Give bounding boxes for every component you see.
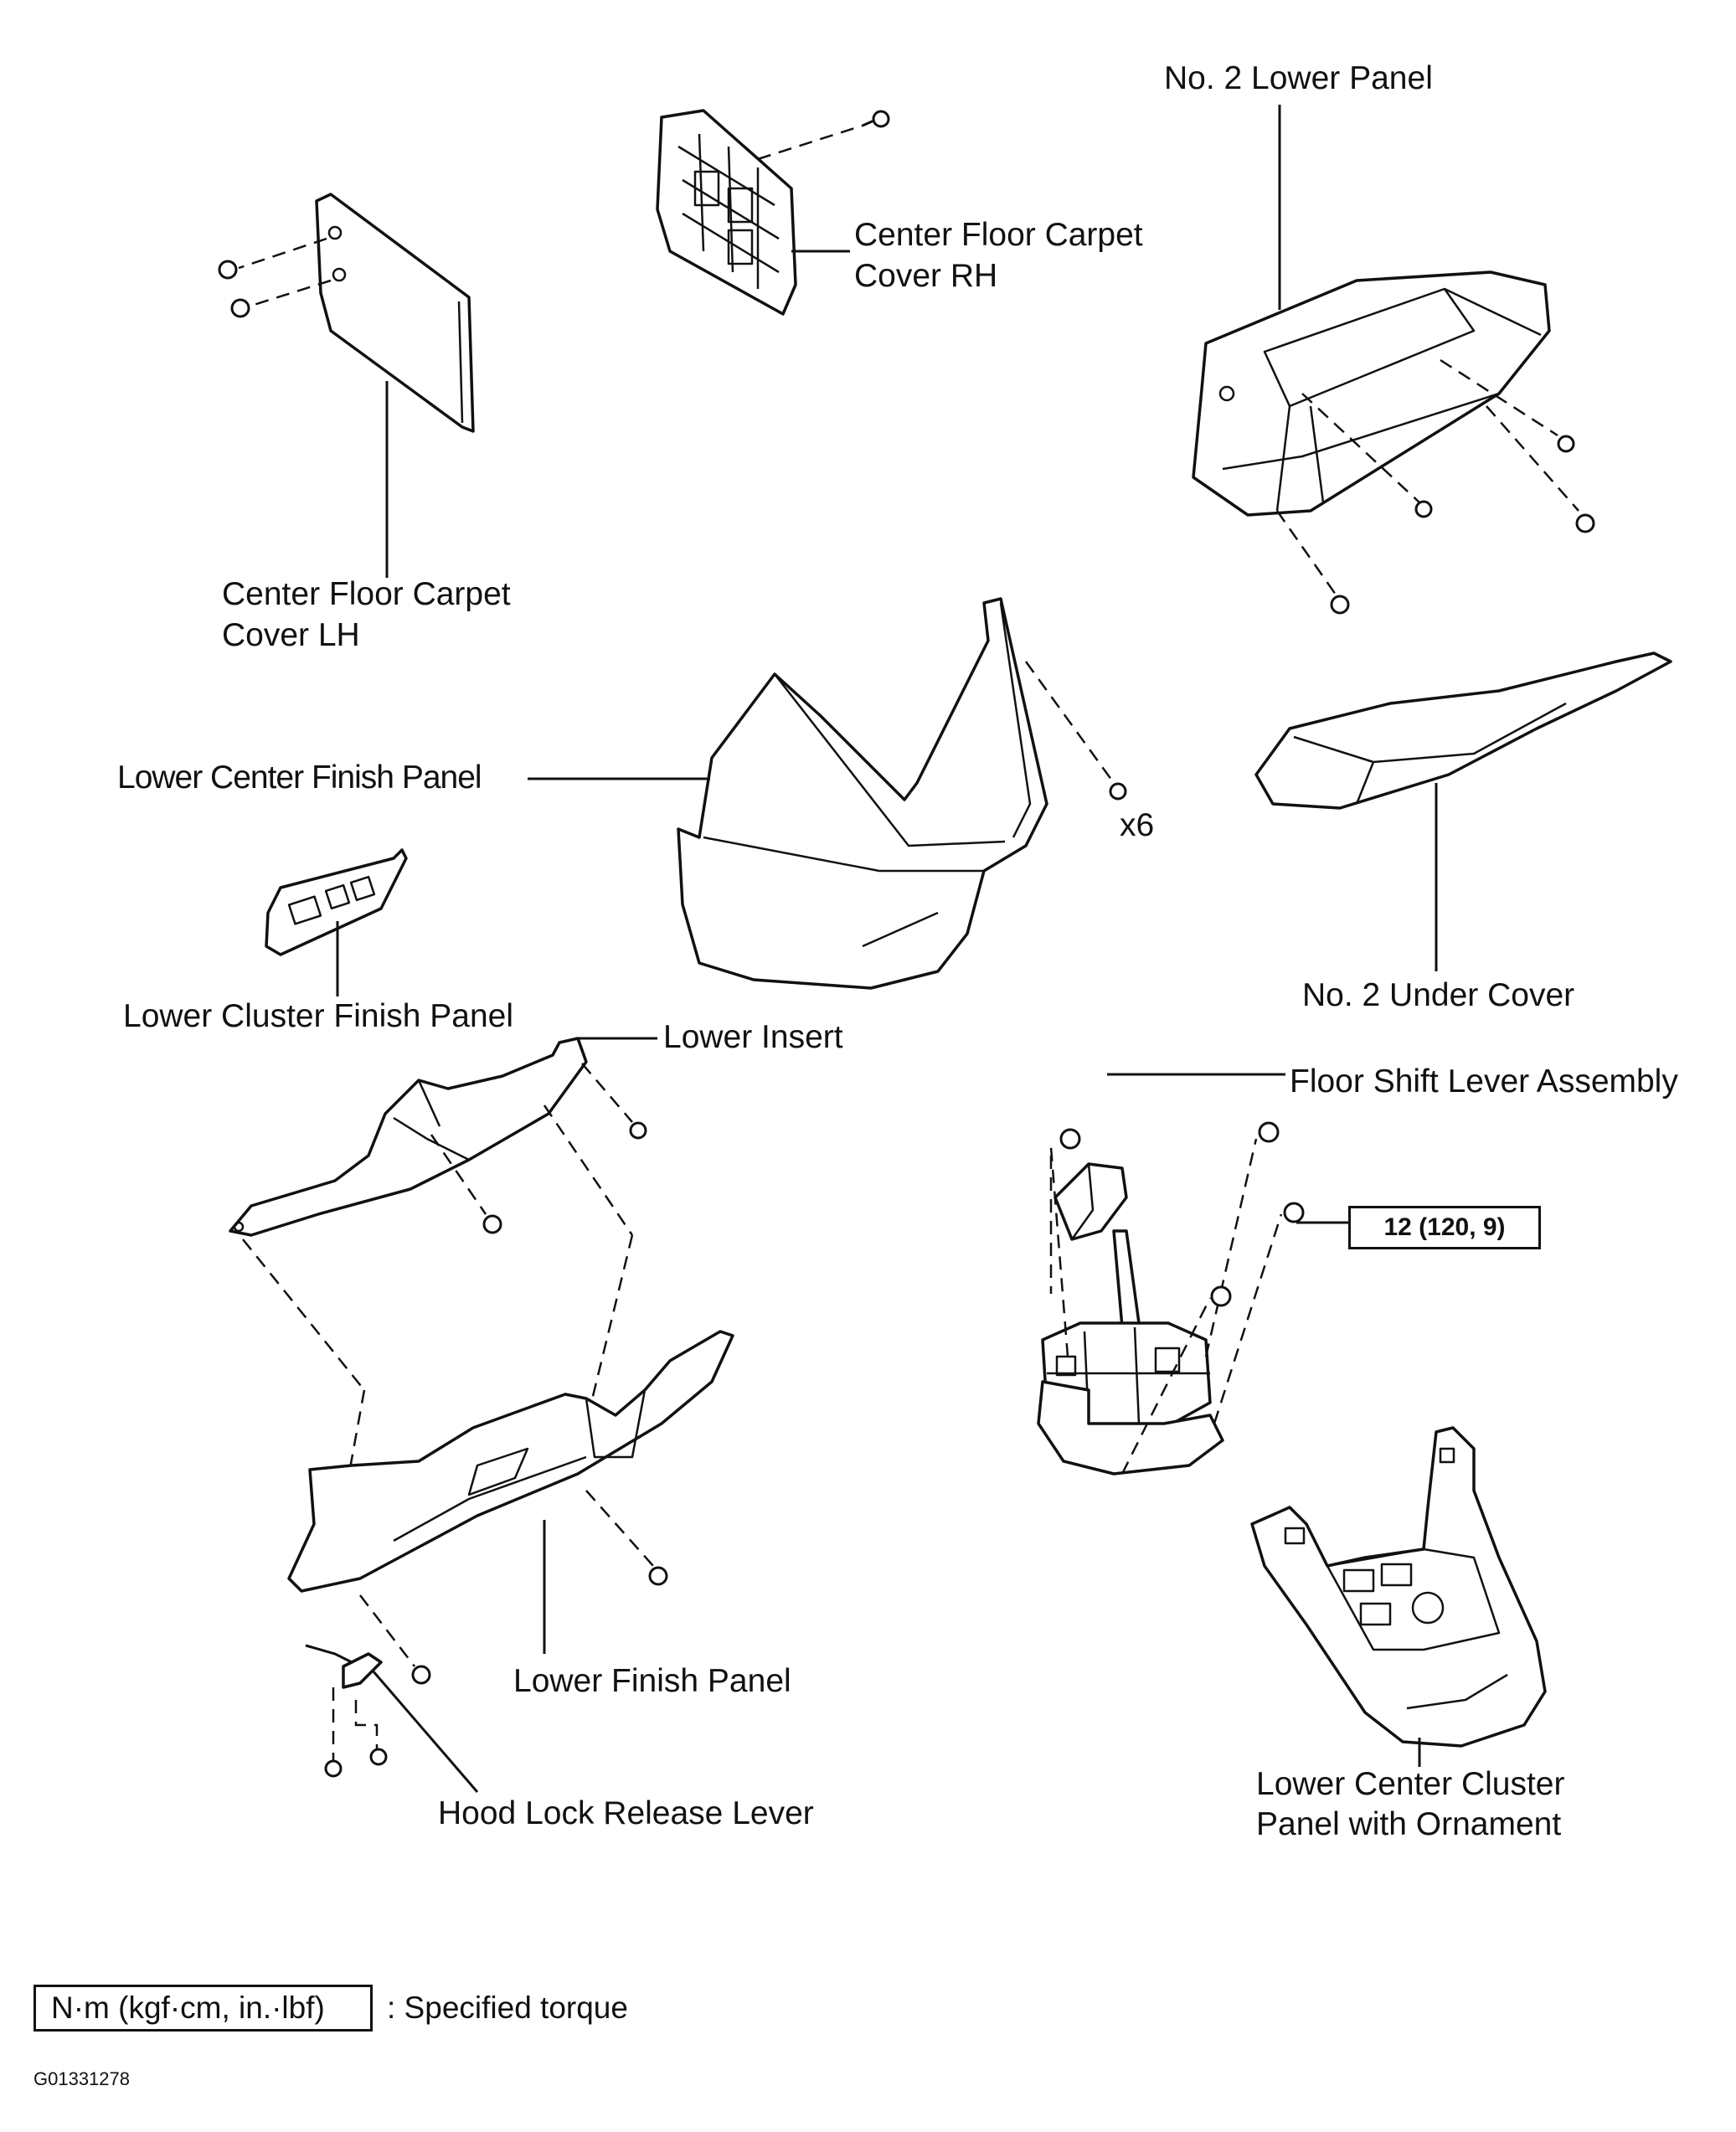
- torque-box: 12 (120, 9): [1348, 1206, 1541, 1249]
- center-floor-carpet-cover-rh-part: [656, 109, 797, 316]
- lower-finish-panel-part: [287, 1330, 734, 1593]
- figure-code: G01331278: [33, 2068, 130, 2089]
- floor-shift-lever-assembly-part: [1037, 1162, 1224, 1475]
- lower-insert-part: [229, 1037, 588, 1237]
- label-hood-lock-release-lever: Hood Lock Release Lever: [438, 1795, 814, 1831]
- label-lower-center-finish-panel: Lower Center Finish Panel: [117, 760, 482, 796]
- label-lower-insert: Lower Insert: [663, 1019, 843, 1055]
- bolt-x6: [1024, 661, 1127, 801]
- label-x6: x6: [1120, 807, 1155, 843]
- label-cfcc-rh-line2: Cover RH: [854, 258, 998, 294]
- legend-unit-box: N·m (kgf·cm, in.·lbf): [33, 1985, 373, 2032]
- label-cfcc-rh-line1: Center Floor Carpet: [854, 217, 1143, 253]
- legend-text: : Specified torque: [387, 1990, 628, 2025]
- label-no2-lower-panel: No. 2 Lower Panel: [1164, 60, 1433, 96]
- no2-lower-panel-part: [1192, 270, 1551, 517]
- label-cfcc-lh-line2: Cover LH: [222, 617, 360, 653]
- label-no2-under-cover: No. 2 Under Cover: [1302, 977, 1575, 1013]
- label-lower-finish-panel: Lower Finish Panel: [513, 1663, 791, 1699]
- leader-hood-lock-release-lever: [371, 1670, 479, 1793]
- hood-lock-release-lever-part: [305, 1644, 388, 1778]
- nuts-floor-shift-lever: [1049, 1121, 1348, 1475]
- label-floor-shift-lever-assembly: Floor Shift Lever Assembly: [1290, 1063, 1678, 1099]
- label-lower-cluster-finish-panel: Lower Cluster Finish Panel: [123, 998, 514, 1034]
- bolts-lower-insert: [430, 1063, 647, 1234]
- no2-under-cover-part: [1254, 651, 1672, 810]
- lower-center-finish-panel-part: [677, 597, 1048, 990]
- lower-cluster-finish-panel-part: [265, 848, 408, 956]
- lower-center-cluster-panel-part: [1250, 1426, 1547, 1748]
- label-lccp-line1: Lower Center Cluster: [1256, 1766, 1565, 1802]
- bolts-no2-lower-panel: [1275, 358, 1595, 615]
- bolts-lower-finish-panel: [359, 1490, 668, 1685]
- bolts-cfcc-lh: [218, 237, 332, 318]
- label-lccp-line2: Panel with Ornament: [1256, 1806, 1562, 1842]
- center-floor-carpet-cover-lh-part: [315, 193, 475, 433]
- bolt-cfcc-rh: [757, 110, 890, 161]
- label-cfcc-lh-line1: Center Floor Carpet: [222, 576, 511, 612]
